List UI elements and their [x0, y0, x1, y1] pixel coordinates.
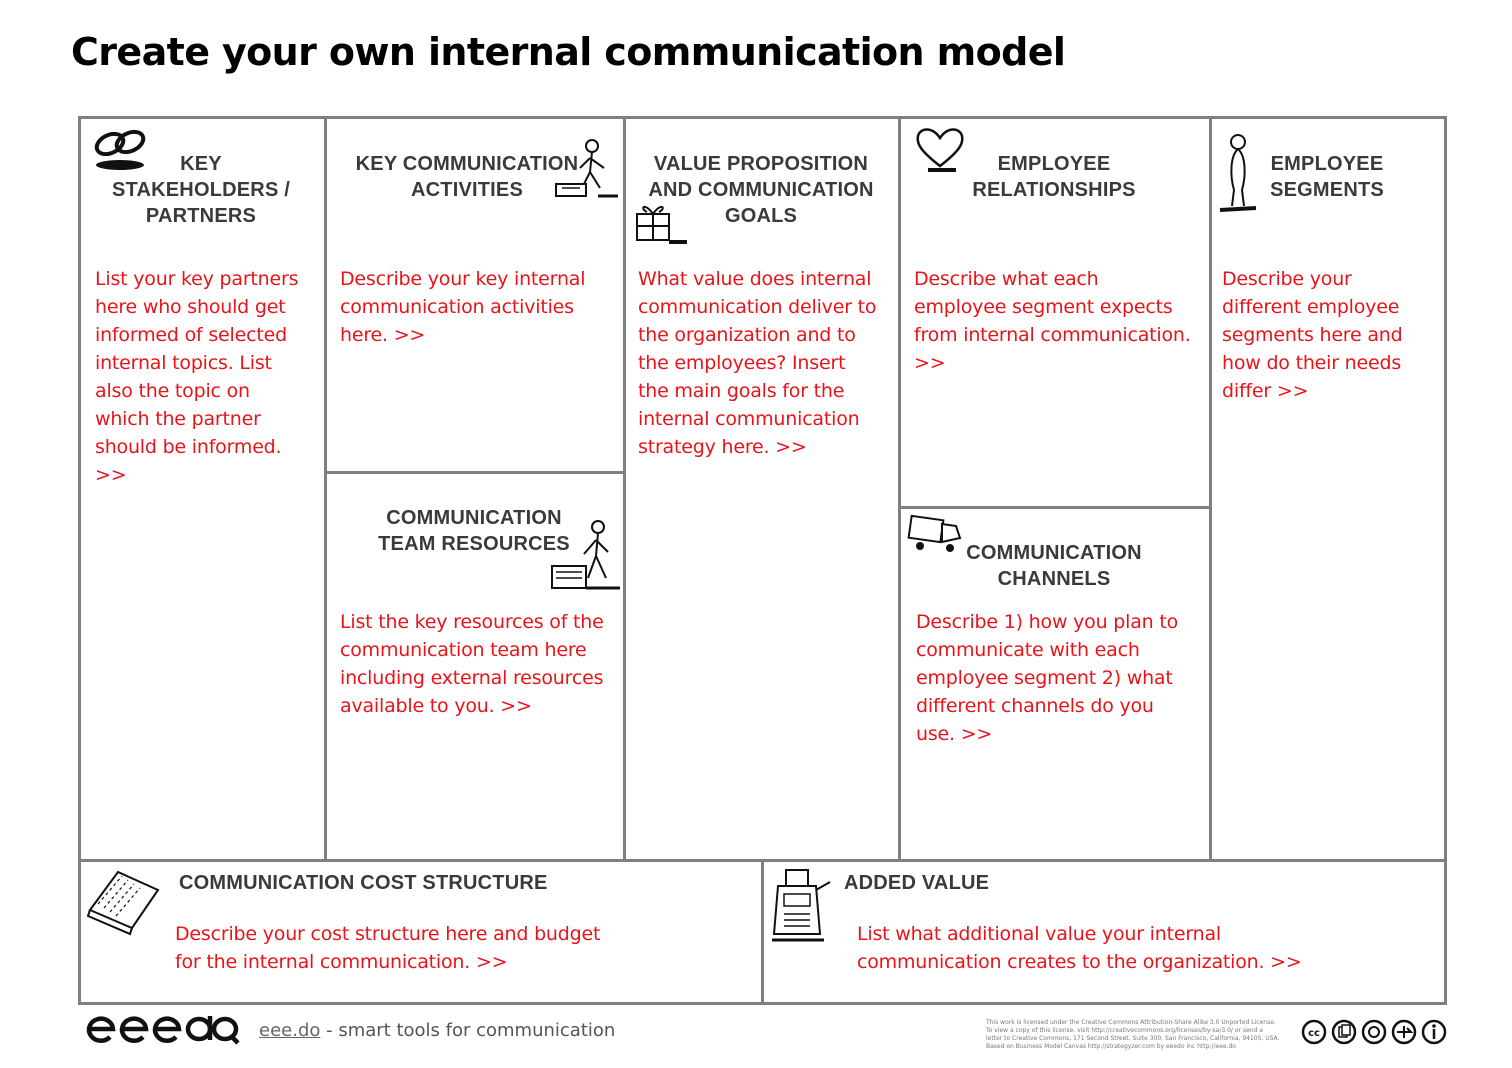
by-icon [1331, 1019, 1357, 1045]
info-icon [1421, 1019, 1447, 1045]
creative-commons-icons: cc [1301, 1019, 1447, 1045]
communication-channels-heading: COMMUNICATION CHANNELS [966, 542, 1142, 590]
key-activities-description[interactable]: Describe your key internal communication… [340, 268, 586, 346]
employee-segments-description[interactable]: Describe your different employee segment… [1222, 268, 1403, 402]
team-resources-heading: COMMUNICATION TEAM RESOURCES [378, 507, 570, 555]
person-icon [1219, 134, 1257, 212]
cash-register-icon [772, 869, 831, 942]
footer-tagline: eee.do - smart tools for communication [259, 1020, 616, 1041]
box-key-partners[interactable] [78, 116, 327, 862]
team-resources-description[interactable]: List the key resources of the communicat… [340, 611, 604, 717]
eeedo-logo: eeedo [86, 1016, 240, 1045]
license-text: This work is licensed under the Creative… [986, 1019, 1280, 1050]
communication-channels-description[interactable]: Describe 1) how you plan to communicate … [916, 611, 1179, 745]
value-proposition-description[interactable]: What value does internal communication d… [638, 268, 877, 458]
gift-icon [636, 206, 687, 244]
sa-icon [1361, 1019, 1387, 1045]
key-partners-description[interactable]: List your key partners here who should g… [95, 268, 299, 486]
box-cost-structure[interactable] [78, 859, 764, 1005]
worker-with-box-icon [551, 520, 620, 590]
box-key-activities[interactable] [324, 116, 626, 474]
document-icon [86, 870, 160, 936]
added-value-heading: ADDED VALUE [844, 872, 990, 894]
cost-structure-heading: COMMUNICATION COST STRUCTURE [179, 872, 548, 894]
eeedo-link[interactable]: eee.do [259, 1020, 321, 1041]
employee-segments-heading: EMPLOYEE SEGMENTS [1270, 153, 1384, 201]
truck-icon [907, 514, 962, 552]
chain-link-icon [94, 129, 146, 170]
worker-icon [555, 139, 618, 198]
key-partners-heading: KEY STAKEHOLDERS / PARTNERS [112, 153, 290, 227]
heart-icon [916, 128, 964, 172]
value-proposition-heading: VALUE PROPOSITION AND COMMUNICATION GOAL… [648, 153, 874, 227]
svg-text:cc: cc [1308, 1028, 1320, 1039]
box-communication-channels[interactable] [898, 506, 1212, 862]
cc-icon: cc [1301, 1019, 1327, 1045]
added-value-description[interactable]: List what additional value your internal… [857, 923, 1302, 973]
employee-relationships-description[interactable]: Describe what each employee segment expe… [914, 268, 1191, 374]
employee-relationships-heading: EMPLOYEE RELATIONSHIPS [972, 153, 1136, 201]
page-title: Create your own internal communication m… [71, 30, 1066, 74]
box-employee-relationships[interactable] [898, 116, 1212, 509]
box-added-value[interactable] [761, 859, 1447, 1005]
cost-structure-description[interactable]: Describe your cost structure here and bu… [175, 923, 601, 973]
key-activities-heading: KEY COMMUNICATION ACTIVITIES [355, 153, 579, 201]
nc-icon [1391, 1019, 1417, 1045]
box-employee-segments[interactable] [1209, 116, 1447, 862]
